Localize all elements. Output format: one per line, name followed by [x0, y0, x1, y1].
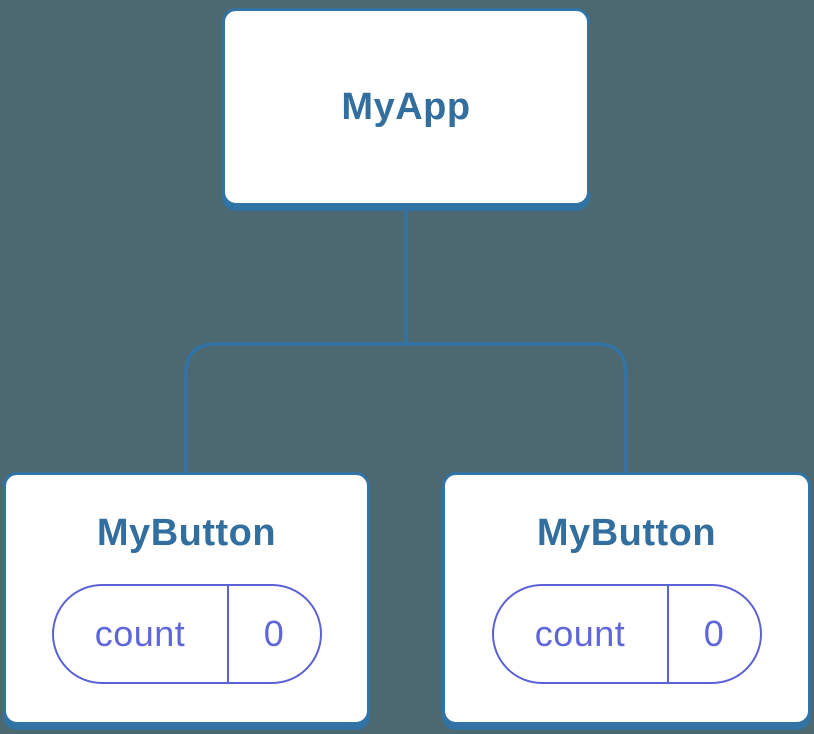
state-value: 0	[263, 612, 285, 654]
component-node-mybutton-right: MyButton count 0	[442, 472, 811, 725]
component-node-mybutton-left: MyButton count 0	[3, 472, 370, 725]
state-key-cell: count	[54, 585, 229, 682]
state-key: count	[94, 612, 186, 654]
component-node-myapp: MyApp	[222, 8, 590, 206]
state-value: 0	[703, 612, 725, 654]
state-pill: count 0	[51, 583, 322, 684]
component-label: MyButton	[536, 511, 717, 554]
state-key: count	[534, 612, 626, 654]
state-key-cell: count	[494, 585, 669, 682]
state-value-cell: 0	[669, 586, 760, 682]
state-pill: count 0	[491, 583, 762, 684]
component-label: MyApp	[341, 86, 471, 128]
branch-connector-line	[184, 342, 628, 478]
component-label: MyButton	[96, 511, 277, 554]
state-value-cell: 0	[229, 586, 320, 682]
